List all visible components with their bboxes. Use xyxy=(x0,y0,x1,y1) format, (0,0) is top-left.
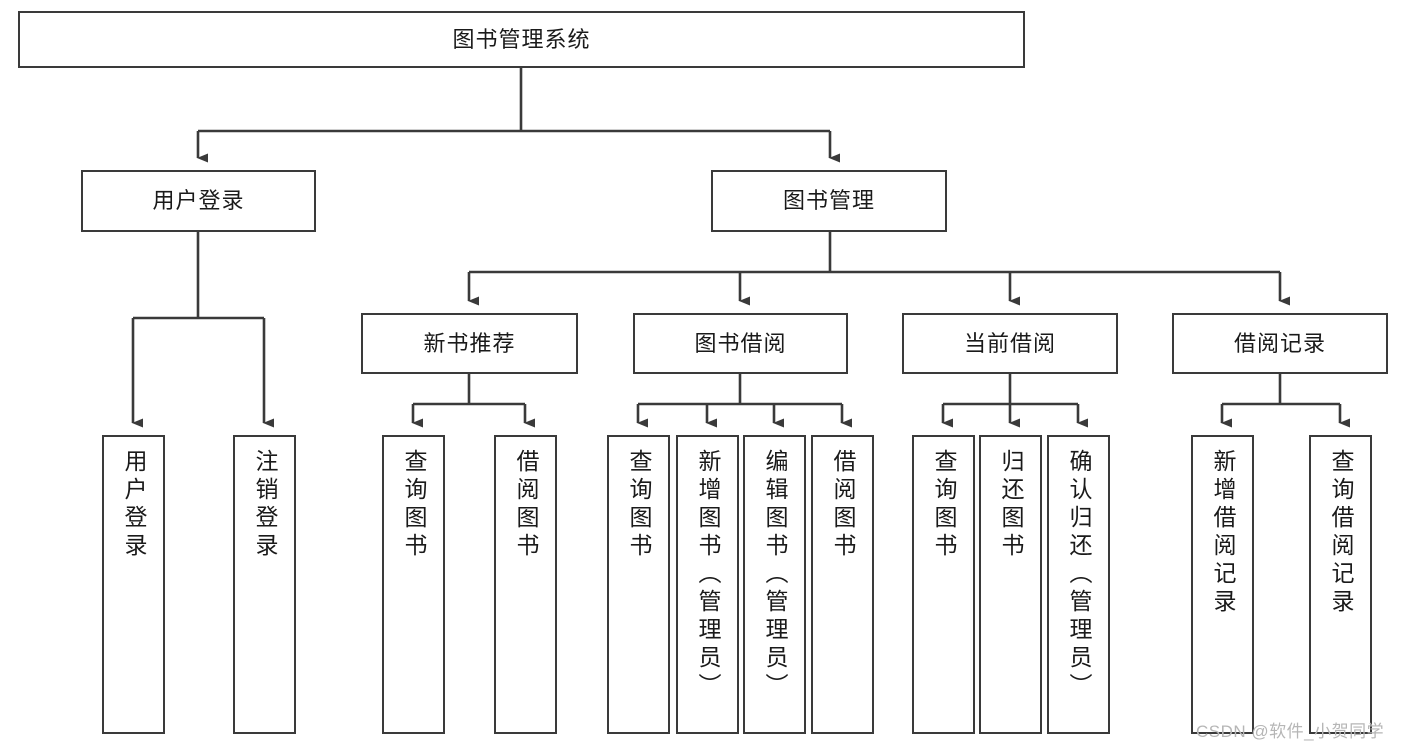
leaf-query-book-borrow[interactable]: 查询图书 xyxy=(607,435,670,734)
node-borrow-records[interactable]: 借阅记录 xyxy=(1172,313,1388,374)
leaf-logout-label: 注销登录 xyxy=(252,449,278,561)
leaf-query-book-borrow-label: 查询图书 xyxy=(626,449,652,561)
leaf-user-login[interactable]: 用户登录 xyxy=(102,435,165,734)
node-user-login[interactable]: 用户登录 xyxy=(81,170,316,232)
leaf-query-book-current-label: 查询图书 xyxy=(931,449,957,561)
node-new-book-recommend[interactable]: 新书推荐 xyxy=(361,313,578,374)
leaf-query-borrow-record-label: 查询借阅记录 xyxy=(1328,449,1354,617)
leaf-confirm-return-admin[interactable]: 确认归还（管理员） xyxy=(1047,435,1110,734)
node-new-book-recommend-label: 新书推荐 xyxy=(423,330,516,356)
leaf-borrow-book-recommend-label: 借阅图书 xyxy=(513,449,539,561)
leaf-add-book-admin[interactable]: 新增图书（管理员） xyxy=(676,435,739,734)
node-root[interactable]: 图书管理系统 xyxy=(18,11,1025,68)
node-current-borrow[interactable]: 当前借阅 xyxy=(902,313,1118,374)
leaf-borrow-book-recommend[interactable]: 借阅图书 xyxy=(494,435,557,734)
leaf-query-borrow-record[interactable]: 查询借阅记录 xyxy=(1309,435,1372,734)
leaf-logout[interactable]: 注销登录 xyxy=(233,435,296,734)
leaf-return-book[interactable]: 归还图书 xyxy=(979,435,1042,734)
leaf-borrow-book-label: 借阅图书 xyxy=(830,449,856,561)
node-current-borrow-label: 当前借阅 xyxy=(963,330,1056,356)
node-book-borrow[interactable]: 图书借阅 xyxy=(633,313,848,374)
node-borrow-records-label: 借阅记录 xyxy=(1233,330,1326,356)
leaf-edit-book-admin[interactable]: 编辑图书（管理员） xyxy=(743,435,806,734)
node-book-management[interactable]: 图书管理 xyxy=(711,170,947,232)
node-user-login-label: 用户登录 xyxy=(152,188,245,214)
leaf-query-book-recommend[interactable]: 查询图书 xyxy=(382,435,445,734)
leaf-edit-book-admin-label: 编辑图书（管理员） xyxy=(762,449,788,701)
node-book-management-label: 图书管理 xyxy=(782,188,875,214)
leaf-borrow-book[interactable]: 借阅图书 xyxy=(811,435,874,734)
leaf-confirm-return-admin-label: 确认归还（管理员） xyxy=(1066,449,1092,701)
watermark: CSDN @软件_小贺同学 xyxy=(1196,722,1385,741)
leaf-add-book-admin-label: 新增图书（管理员） xyxy=(695,449,721,701)
leaf-add-borrow-record[interactable]: 新增借阅记录 xyxy=(1191,435,1254,734)
node-root-label: 图书管理系统 xyxy=(452,26,591,52)
node-book-borrow-label: 图书借阅 xyxy=(694,330,787,356)
leaf-return-book-label: 归还图书 xyxy=(998,449,1024,561)
leaf-query-book-current[interactable]: 查询图书 xyxy=(912,435,975,734)
leaf-query-book-recommend-label: 查询图书 xyxy=(401,449,427,561)
leaf-add-borrow-record-label: 新增借阅记录 xyxy=(1210,449,1236,617)
leaf-user-login-label: 用户登录 xyxy=(121,449,147,561)
